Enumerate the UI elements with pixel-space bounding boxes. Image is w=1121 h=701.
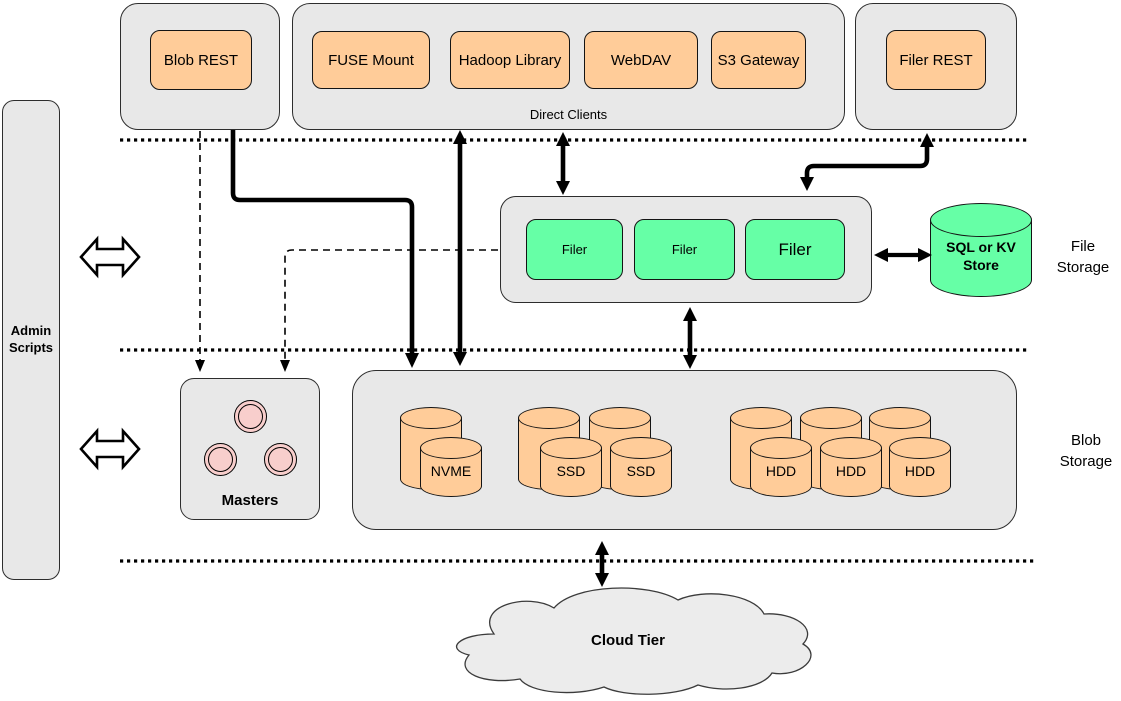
cylinder-top — [518, 407, 580, 429]
arrow-filer-to-masters — [280, 249, 498, 372]
direct-clients-label: Direct Clients — [529, 107, 608, 122]
blob-rest-label: Blob REST — [163, 51, 239, 69]
s3-gateway-label: S3 Gateway — [717, 51, 800, 69]
master-node-icon — [234, 400, 267, 433]
arrow-filer-store — [874, 248, 932, 262]
cylinder-top — [930, 203, 1032, 237]
cloud-shape — [456, 587, 812, 695]
arrow-clients-filer — [556, 132, 570, 195]
arrow-filerrest-filer — [800, 133, 934, 191]
ssd-label: SSD — [626, 463, 656, 479]
ssd-disk-cylinder: SSD — [540, 437, 602, 497]
admin-double-arrow-icon — [79, 235, 141, 279]
arrow-blobrest-to-volumes — [230, 130, 419, 368]
cloud-tier-label: Cloud Tier — [591, 632, 665, 649]
admin-double-arrow-icon — [79, 427, 141, 471]
hdd-label: HDD — [904, 463, 936, 479]
cylinder-top — [610, 437, 672, 459]
cylinder-top — [869, 407, 931, 429]
filer-3-label: Filer — [778, 239, 812, 259]
cylinder-top — [420, 437, 482, 459]
admin-scripts-label: Admin Scripts — [8, 323, 54, 355]
filer-rest-node: Filer REST — [886, 30, 986, 90]
filer-rest-label: Filer REST — [899, 51, 973, 69]
hdd-disk-cylinder: HDD — [820, 437, 882, 497]
filer-node-1: Filer — [526, 219, 623, 280]
cylinder-top — [820, 437, 882, 459]
cylinder-top — [800, 407, 862, 429]
hdd-label: HDD — [765, 463, 797, 479]
client-node-hadoop-library: Hadoop Library — [450, 31, 570, 89]
arrow-clients-volumes — [453, 130, 467, 366]
nvme-label: NVME — [430, 463, 472, 479]
master-node-icon — [264, 443, 297, 476]
webdav-label: WebDAV — [610, 51, 672, 69]
hdd-disk-cylinder: HDD — [750, 437, 812, 497]
cylinder-top — [750, 437, 812, 459]
file-storage-layer-label: File Storage — [1056, 238, 1110, 276]
nvme-disk-cylinder: NVME — [420, 437, 482, 497]
filer-node-3: Filer — [745, 219, 845, 280]
fuse-mount-label: FUSE Mount — [328, 51, 414, 69]
client-node-fuse-mount: FUSE Mount — [312, 31, 430, 89]
hadoop-library-label: Hadoop Library — [458, 51, 562, 69]
admin-scripts-node: Admin Scripts — [2, 100, 60, 580]
filer-1-label: Filer — [561, 242, 588, 257]
hdd-label: HDD — [835, 463, 867, 479]
cylinder-top — [730, 407, 792, 429]
cylinder-top — [589, 407, 651, 429]
cylinder-top — [540, 437, 602, 459]
masters-label: Masters — [221, 492, 279, 509]
arrow-filer-volumes — [683, 307, 697, 369]
cylinder-top — [400, 407, 462, 429]
client-node-webdav: WebDAV — [584, 31, 698, 89]
filer-2-label: Filer — [671, 242, 698, 257]
arrow-blobrest-to-masters — [195, 131, 205, 372]
ssd-disk-cylinder: SSD — [610, 437, 672, 497]
ssd-label: SSD — [556, 463, 586, 479]
blob-rest-node: Blob REST — [150, 30, 252, 90]
metadata-store-cylinder: SQL or KV Store — [930, 203, 1032, 297]
blob-storage-layer-label: Blob Storage — [1059, 432, 1113, 470]
hdd-disk-cylinder: HDD — [889, 437, 951, 497]
arrow-volumes-cloud — [595, 541, 609, 587]
master-node-icon — [204, 443, 237, 476]
filer-node-2: Filer — [634, 219, 735, 280]
metadata-store-label: SQL or KV Store — [946, 239, 1016, 273]
cylinder-top — [889, 437, 951, 459]
client-node-s3-gateway: S3 Gateway — [711, 31, 806, 89]
